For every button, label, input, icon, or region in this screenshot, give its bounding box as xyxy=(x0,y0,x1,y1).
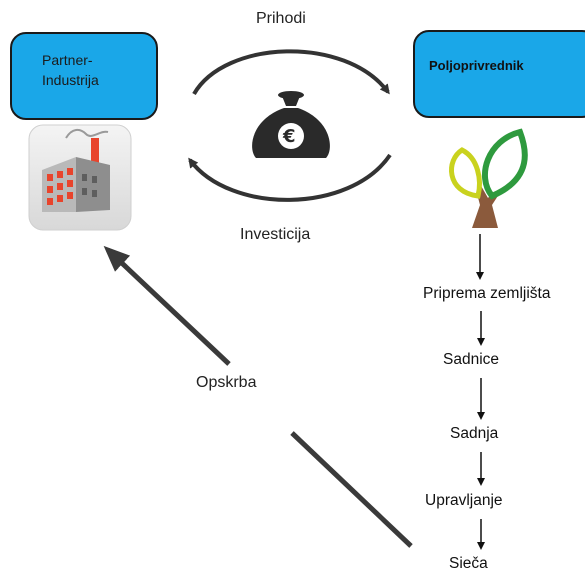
investment-arrow xyxy=(188,153,392,202)
step-management: Upravljanje xyxy=(425,492,503,509)
supply-label: Opskrba xyxy=(196,374,257,391)
tree-icon xyxy=(449,128,528,228)
revenue-arrow xyxy=(192,49,390,96)
step-land-preparation: Priprema zemljišta xyxy=(423,285,551,302)
step-planting: Sadnja xyxy=(450,425,499,442)
money-bag-icon xyxy=(252,91,330,158)
step-seedlings: Sadnice xyxy=(443,351,500,368)
supply-arrow xyxy=(103,245,231,366)
farmer-label: Poljoprivrednik xyxy=(429,58,524,73)
supply-arrow xyxy=(290,431,413,548)
partner-industry-box: Partner- Industrija xyxy=(10,32,158,120)
partner-industry-label: Partner- Industrija xyxy=(42,52,99,88)
euro-symbol: € xyxy=(283,126,296,147)
revenue-label: Prihodi xyxy=(256,10,306,27)
factory-icon xyxy=(28,124,132,231)
step-harvest: Sieča xyxy=(449,555,488,572)
farmer-box: Poljoprivrednik xyxy=(413,30,585,118)
investment-label: Investicija xyxy=(240,226,311,243)
